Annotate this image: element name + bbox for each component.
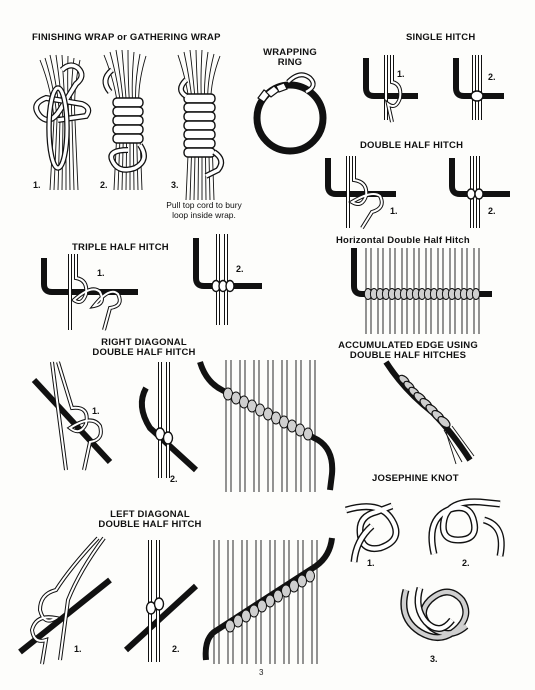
triple-half-hitch-step-1-diagram [41,254,138,331]
left-diagonal-title: LEFT DIAGONAL DOUBLE HALF HITCH [88,509,212,531]
josephine-knot-step-3-label: 3. [430,654,438,664]
josephine-knot-step-2-diagram [428,498,505,557]
double-half-hitch-step-1-label: 1. [390,206,398,216]
finishing-wrap-step-3-label: 3. [171,180,179,190]
finishing-wrap-note: Pull top cord to bury loop inside wrap. [154,200,254,221]
left-diagonal-step-1-label: 1. [74,644,82,654]
right-diagonal-step-1-label: 1. [92,406,100,416]
josephine-knot-step-3-diagram [400,586,470,641]
finishing-wrap-step-1-label: 1. [33,180,41,190]
horizontal-dhh-title: Horizontal Double Half Hitch [336,235,470,246]
accumulated-edge-diagram [383,360,475,465]
right-diagonal-step-2-diagram [138,362,199,478]
finishing-wrap-step-2-label: 2. [100,180,108,190]
accumulated-edge-title-line1: ACCUMULATED EDGE USING [338,340,478,351]
left-diagonal-title-line2: DOUBLE HALF HITCH [98,519,202,531]
finishing-wrap-step-2-diagram [102,49,147,191]
double-half-hitch-step-1-diagram [325,156,396,230]
right-diagonal-title: RIGHT DIAGONAL DOUBLE HALF HITCH [82,337,206,359]
left-diagonal-step-1-diagram [18,536,112,665]
finishing-wrap-note-line1: Pull top cord to bury [166,200,242,210]
right-diagonal-step-2-label: 2. [170,474,178,484]
single-hitch-step-1-label: 1. [397,69,405,79]
single-hitch-title: SINGLE HITCH [406,32,476,43]
triple-half-hitch-step-1-label: 1. [97,268,105,278]
single-hitch-step-1-diagram [363,55,418,123]
josephine-knot-step-1-diagram [345,502,400,563]
page-number: 3 [259,668,264,677]
double-half-hitch-title: DOUBLE HALF HITCH [360,140,464,151]
finishing-wrap-note-line2: loop inside wrap. [172,209,236,220]
right-diagonal-title-line2: DOUBLE HALF HITCH [92,347,196,359]
left-diagonal-step-2-diagram [123,540,199,662]
accumulated-edge-title: ACCUMULATED EDGE USING DOUBLE HALF HITCH… [330,340,486,362]
wrapping-ring-diagram [253,72,327,155]
wrapping-ring-title-line1: WRAPPING [263,47,317,58]
left-diagonal-step-2-label: 2. [172,644,180,654]
single-hitch-step-2-diagram [453,55,504,120]
double-half-hitch-step-2-label: 2. [488,206,496,216]
right-diagonal-sampler-diagram [197,360,336,492]
finishing-wrap-step-1-diagram [33,54,92,191]
horizontal-double-half-hitch-diagram [351,248,492,334]
left-diagonal-sampler-diagram [202,537,335,664]
accumulated-edge-title-line2: DOUBLE HALF HITCHES [349,350,467,362]
double-half-hitch-step-2-diagram [449,156,510,228]
triple-half-hitch-title: TRIPLE HALF HITCH [72,242,169,253]
finishing-wrap-step-3-diagram [177,49,225,201]
triple-half-hitch-step-2-diagram [193,234,262,325]
josephine-knot-step-1-label: 1. [367,558,375,568]
josephine-knot-title: JOSEPHINE KNOT [372,473,459,484]
finishing-wrap-title: FINISHING WRAP or GATHERING WRAP [32,32,221,43]
triple-half-hitch-step-2-label: 2. [236,264,244,274]
wrapping-ring-title-line2: RING [277,57,303,69]
left-diagonal-title-line1: LEFT DIAGONAL [110,509,190,520]
right-diagonal-step-1-diagram [31,361,113,471]
single-hitch-step-2-label: 2. [488,72,496,82]
wrapping-ring-title: WRAPPING RING [250,47,330,69]
josephine-knot-step-2-label: 2. [462,558,470,568]
right-diagonal-title-line1: RIGHT DIAGONAL [101,337,187,348]
